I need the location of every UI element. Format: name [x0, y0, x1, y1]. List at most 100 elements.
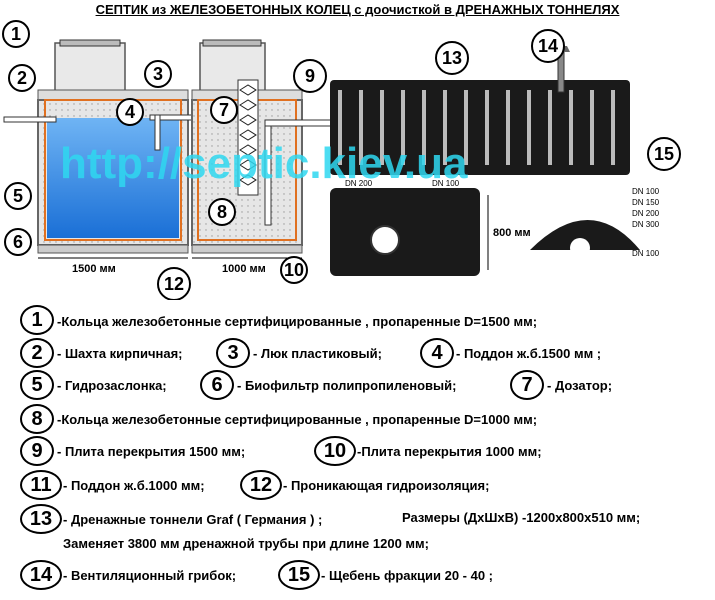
waterproofing-1500 [44, 99, 182, 241]
legend-num-7: 7 [510, 370, 544, 400]
legend-text-6: - Биофильтр полипропиленовый; [237, 378, 457, 393]
tunnel-rib [611, 90, 615, 165]
callout-12: 12 [157, 267, 191, 300]
legend-text-13: - Дренажные тоннели Graf ( Германия ) ; [63, 512, 323, 527]
callout-10: 9 [293, 59, 327, 93]
legend-text-12: - Проникающая гидроизоляция; [283, 478, 490, 493]
hatch-cover [59, 39, 121, 47]
page-title: СЕПТИК из ЖЕЛЕЗОБЕТОННЫХ КОЛЕЦ с доочист… [95, 2, 620, 17]
callout-1: 5 [4, 182, 32, 210]
callout-10-text: 9 [305, 66, 315, 86]
callout-4: 6 [4, 228, 32, 256]
callout-15-text: 15 [654, 144, 674, 164]
tunnel-rib [590, 90, 594, 165]
tunnel-rib [443, 90, 447, 165]
dim-1000-label: 1000 мм [222, 263, 266, 275]
callout-14: 14 [531, 29, 565, 63]
dn200-label: DN 200 [345, 179, 373, 188]
bottom-slab-1500 [37, 244, 189, 254]
dn-list-1: DN 150 [632, 198, 660, 207]
legend-text-2: - Шахта кирпичная; [57, 346, 183, 361]
dn-bottom-label: DN 100 [632, 249, 660, 258]
tank-1500 [3, 39, 201, 254]
legend: 1 -Кольца железобетонные сертифицированн… [0, 300, 715, 600]
legend-text-10: -Плита перекрытия 1000 мм; [357, 444, 542, 459]
callout-7-text: 8 [217, 202, 227, 222]
callout-13: 13 [435, 41, 469, 75]
legend-num-8: 8 [20, 404, 54, 434]
legend-text-3: - Люк пластиковый; [253, 346, 382, 361]
legend-num-6: 6 [200, 370, 234, 400]
legend-text-5: - Гидрозаслонка; [57, 378, 167, 393]
tank-1000 [191, 39, 346, 254]
legend-num-1: 1 [20, 305, 54, 335]
drainage-tunnel [330, 46, 640, 276]
legend-text-15: - Щебень фракции 20 - 40 ; [321, 568, 494, 583]
legend-text-7: - Дозатор; [547, 378, 613, 393]
callout-8: 10 [280, 256, 308, 284]
watermark-text: http://septic.kiev.ua [60, 139, 468, 188]
legend-text-1: -Кольца железобетонные сертифицированные… [57, 314, 538, 329]
tunnel-rib [527, 90, 531, 165]
legend-text-11: - Поддон ж.б.1000 мм; [63, 478, 205, 493]
callout-1-text: 5 [13, 186, 23, 206]
tunnel-rib [506, 90, 510, 165]
callout-2-text: 3 [153, 64, 163, 84]
legend-text-14: - Вентиляционный грибок; [63, 568, 237, 583]
legend-num-5: 5 [20, 370, 54, 400]
callout-5: 4 [116, 98, 144, 126]
legend-replaces: Заменяет 3800 мм дренажной трубы при дли… [63, 536, 429, 551]
tunnel-rib [548, 90, 552, 165]
legend-num-12: 12 [240, 470, 282, 500]
septic-diagram: http://septic.kiev.ua 1500 мм 1000 мм 80… [2, 20, 681, 300]
brick-shaft [54, 42, 126, 94]
legend-num-15: 15 [278, 560, 320, 590]
tunnel-rib [338, 90, 342, 165]
callout-12-text: 12 [164, 274, 184, 294]
inlet-pipe [3, 116, 57, 123]
biofilter [237, 79, 259, 196]
dim-1500-label: 1500 мм [72, 263, 116, 275]
dn-list-0: DN 100 [632, 187, 660, 196]
legend-text-8: -Кольца железобетонные сертифицированные… [57, 412, 538, 427]
callout-2: 3 [144, 60, 172, 88]
legend-num-14: 14 [20, 560, 62, 590]
legend-num-3: 3 [216, 338, 250, 368]
callout-15: 15 [647, 137, 681, 171]
callout-9-text: 2 [17, 68, 27, 88]
legend-text-4: - Поддон ж.б.1500 мм ; [456, 346, 602, 361]
legend-num-9: 9 [20, 436, 54, 466]
legend-text-9: - Плита перекрытия 1500 мм; [57, 444, 246, 459]
legend-num-4: 4 [420, 338, 454, 368]
dim-800-label: 800 мм [493, 227, 531, 239]
callout-9: 2 [8, 64, 36, 92]
callout-14-text: 14 [538, 36, 558, 56]
legend-num-10: 10 [314, 436, 356, 466]
callout-3-text: 1 [11, 24, 21, 44]
cover-slab-1500 [37, 89, 189, 101]
tunnel-rib [422, 90, 426, 165]
tunnel-rib [359, 90, 363, 165]
callout-8-text: 10 [284, 260, 304, 280]
dn-list-3: DN 300 [632, 220, 660, 229]
legend-num-2: 2 [20, 338, 54, 368]
callout-4-text: 6 [13, 232, 23, 252]
tunnel-rib [485, 90, 489, 165]
tunnel-end-view [530, 220, 640, 250]
callout-3: 1 [2, 20, 30, 48]
callout-6: 7 [210, 96, 238, 124]
tunnel-side-view [330, 188, 480, 276]
tunnel-rib [569, 90, 573, 165]
tunnel-rib [464, 90, 468, 165]
dn100-label: DN 100 [432, 179, 460, 188]
tunnel-rib [380, 90, 384, 165]
callout-5-text: 4 [125, 102, 135, 122]
tunnel-rib [401, 90, 405, 165]
legend-num-13: 13 [20, 504, 62, 534]
legend-num-11: 11 [20, 470, 62, 500]
callout-13-text: 13 [442, 48, 462, 68]
dn-list-2: DN 200 [632, 209, 660, 218]
callout-7: 8 [208, 198, 236, 226]
dimension-lines [38, 195, 489, 270]
callout-6-text: 7 [219, 100, 229, 120]
